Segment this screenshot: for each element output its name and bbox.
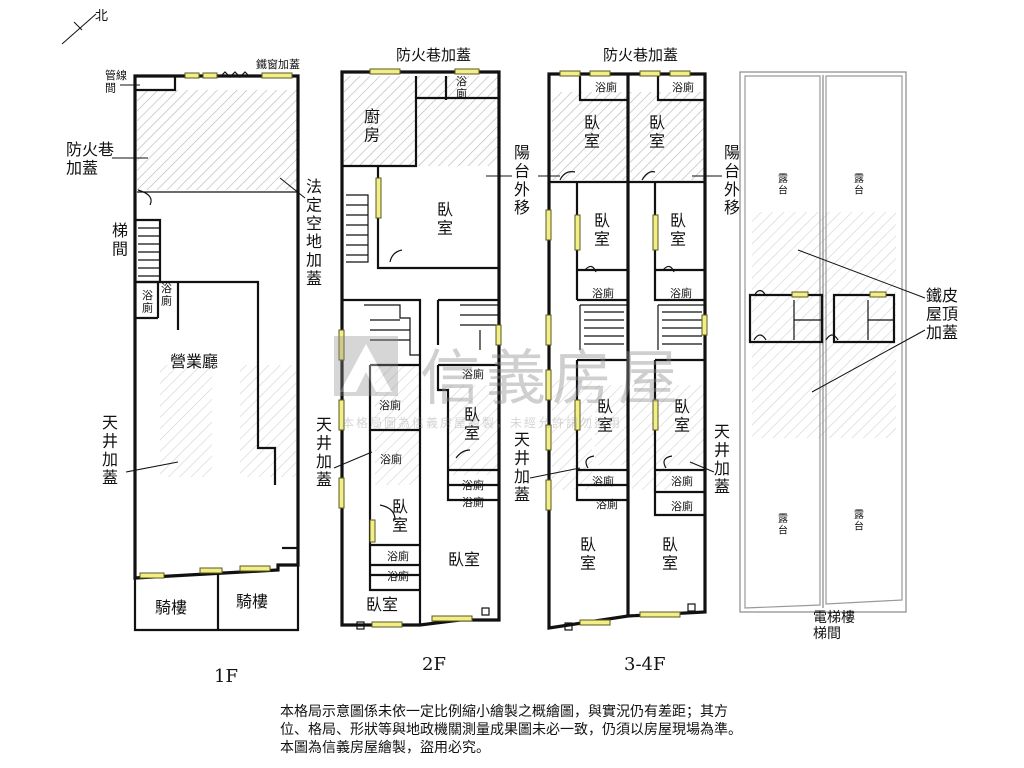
f34-bedroom-b-hatch (630, 92, 704, 180)
f34-fire-lane-label: 防火巷加蓋 (603, 46, 678, 64)
roof-terrace-1-label: 露台 (778, 173, 788, 197)
floor-1f: 管線間 鐵窗加蓋 防火巷加蓋 梯間 法定空地加蓋 浴廁 浴廁 營業廳 天井加蓋 … (66, 57, 322, 687)
f34-bedroom-top-a-label: 臥室 (584, 113, 600, 150)
f34-courtyard-a-hatch (552, 380, 592, 490)
f34-bedroom-top-b-label: 臥室 (649, 113, 665, 150)
f2-bedroom-mid-hatch (448, 385, 498, 475)
f2-kitchen-label: 廚房 (364, 107, 380, 144)
f34-courtyard-b-hatch (632, 380, 672, 490)
f1-iron-canopy-label: 鐵窗加蓋 (256, 57, 300, 71)
f34-bath-top-a-label: 浴廁 (595, 80, 617, 94)
f34-courtyard-a-label: 天井加蓋 (514, 430, 530, 504)
f2-bath-d-label: 浴廁 (462, 478, 484, 492)
f34-bath-mid-a-label: 浴廁 (592, 286, 614, 300)
floor-2f: 防火巷加蓋 浴廁 廚房 臥室 陽台外移 浴廁 浴廁 臥室 天井加蓋 浴廁 浴廁 … (316, 46, 530, 675)
disclaimer-line-1: 本格局示意圖係未依一定比例縮小繪製之概繪圖，與實況仍有差距；其方 (280, 704, 728, 720)
f2-bedroom-bottom-label: 臥室 (366, 595, 398, 614)
f34-balcony-b-label: 陽台外移 (724, 143, 740, 217)
f1-bath-b-label: 浴廁 (161, 282, 172, 308)
f34-bath-low-a2-label: 浴廁 (596, 497, 618, 511)
f34-bedroom-low-b-label: 臥室 (674, 397, 690, 434)
f2-bedroom-main-label: 臥室 (437, 200, 453, 237)
f2-bath-d2-label: 浴廁 (462, 495, 484, 509)
f2-fire-lane-hatch (344, 76, 499, 166)
north-compass: 北 (61, 9, 108, 45)
f34-bath-low-b1-label: 浴廁 (671, 474, 693, 488)
f34-bedroom-low-a-hatch (595, 385, 627, 465)
f34-bedroom-bottom-b-label: 臥室 (662, 535, 678, 572)
f1-fire-lane-label: 防火巷加蓋 (66, 140, 114, 177)
f2-fire-lane-label: 防火巷加蓋 (396, 46, 471, 64)
f2-bath-top-label: 浴廁 (456, 75, 467, 101)
f1-pipe-room-label: 管線間 (105, 68, 127, 95)
f34-bath-low-a1-label: 浴廁 (592, 474, 614, 488)
f1-business-hall-label: 營業廳 (170, 352, 218, 371)
f2-bedroom-right-label: 臥室 (448, 550, 480, 569)
disclaimer: 本格局示意圖係未依一定比例縮小繪製之概繪圖，與實況仍有差距；其方 位、格局、形狀… (280, 703, 820, 757)
roof-iron-label: 鐵皮屋頂加蓋 (926, 286, 958, 342)
f2-bedroom-left-label: 臥室 (392, 497, 408, 534)
roof-terrace-4-label: 露台 (854, 509, 864, 533)
roof-outer-outline (739, 71, 907, 613)
f34-bedroom-mid-b-label: 臥室 (670, 211, 686, 248)
watermark-brand: 信義房屋 (420, 344, 684, 414)
f34-bath-top-b-label: 浴廁 (672, 80, 694, 94)
f1-legal-open-label: 法定空地加蓋 (306, 177, 322, 288)
f2-bedroom-mid-label: 臥室 (464, 405, 480, 442)
f1-stair-label: 梯間 (112, 221, 128, 258)
f1-arcade-a-label: 騎樓 (155, 598, 187, 617)
f1-fire-lane-hatch (137, 90, 297, 190)
f1-courtyard-label: 天井加蓋 (102, 413, 118, 487)
f34-bath-mid-b-label: 浴廁 (670, 286, 692, 300)
f2-courtyard-label: 天井加蓋 (316, 415, 332, 489)
f34-bath-low-b2-label: 浴廁 (671, 499, 693, 513)
roof-terrace-3-label: 露台 (778, 513, 788, 537)
f2-bath-f-label: 浴廁 (387, 569, 409, 583)
roof-terrace-2-label: 露台 (854, 173, 864, 197)
floor-3-4f: 防火巷加蓋 浴廁 浴廁 臥室 臥室 陽台外移 臥室 臥室 浴廁 浴廁 臥室 臥室… (514, 46, 740, 675)
f1-floor-label: 1F (214, 666, 238, 687)
roof-iron-hatch (752, 212, 896, 438)
watermark-logo-icon (334, 336, 398, 396)
roof-elevator-stair-label: 電梯樓梯間 (813, 610, 855, 642)
f2-bath-e-label: 浴廁 (387, 549, 409, 563)
f34-bedroom-low-b-hatch (672, 385, 704, 465)
f34-bedroom-bottom-a-label: 臥室 (580, 535, 596, 572)
floor-roof: 露台 露台 露台 露台 鐵皮屋頂加蓋 電梯樓梯間 (739, 71, 958, 642)
compass-north-label: 北 (95, 9, 108, 24)
f2-bath-c-label: 浴廁 (380, 452, 402, 466)
f34-bedroom-mid-a-label: 臥室 (594, 211, 610, 248)
watermark-sub: 本格局圖為信義房屋繪製，未經允許請勿盜用 (342, 416, 623, 430)
f1-arcade-b-label: 騎樓 (236, 592, 268, 611)
f2-balcony-label: 陽台外移 (514, 143, 530, 217)
f1-courtyard-hatch-a (160, 365, 212, 477)
f1-bath-a-label: 浴廁 (142, 289, 153, 315)
f2-courtyard-hatch (375, 365, 420, 485)
f1-courtyard-hatch-b (240, 365, 296, 477)
f2-bath-mid-label: 浴廁 (462, 367, 484, 381)
compass-arrow-icon (61, 13, 97, 45)
watermark: 信義房屋 本格局圖為信義房屋繪製，未經允許請勿盜用 (332, 330, 692, 430)
f34-floor-label: 3-4F (624, 654, 665, 675)
disclaimer-line-2: 位、格局、形狀等與地政機關測量成果圖未必一致，仍須以房屋現場為準。 (280, 722, 742, 738)
f34-bedroom-low-a-label: 臥室 (597, 397, 613, 434)
f2-bath-mid2-label: 浴廁 (379, 398, 401, 412)
disclaimer-line-3: 本圖為信義房屋繪製，盜用必究。 (280, 740, 490, 756)
f2-floor-label: 2F (422, 654, 446, 675)
f34-bedroom-a-hatch (552, 92, 627, 180)
f34-courtyard-b-label: 天井加蓋 (714, 422, 730, 496)
